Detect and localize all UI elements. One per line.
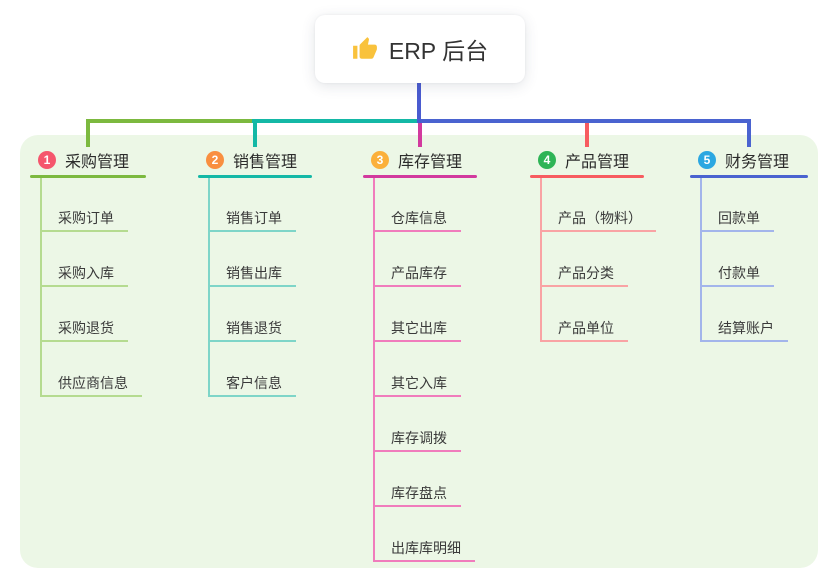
branch-badge-sales: 2 bbox=[206, 151, 224, 169]
branch-finance: 5 财务管理 bbox=[690, 148, 808, 178]
child-connector-line-purchase bbox=[40, 178, 42, 397]
connector-h-sales bbox=[252, 119, 421, 123]
child-node[interactable]: 付款单 bbox=[700, 265, 774, 287]
child-node[interactable]: 采购订单 bbox=[40, 210, 128, 232]
child-node[interactable]: 供应商信息 bbox=[40, 375, 142, 397]
branch-label-purchase: 采购管理 bbox=[65, 154, 130, 171]
connector-drop-purchase bbox=[86, 119, 90, 147]
branch-title-inventory[interactable]: 3 库存管理 bbox=[363, 148, 477, 172]
branch-label-finance: 财务管理 bbox=[725, 154, 790, 171]
branch-title-sales[interactable]: 2 销售管理 bbox=[198, 148, 312, 172]
child-node[interactable]: 结算账户 bbox=[700, 320, 788, 342]
child-node[interactable]: 回款单 bbox=[700, 210, 774, 232]
child-connector-line-product bbox=[540, 178, 542, 342]
mindmap-panel bbox=[20, 135, 818, 568]
root-node-label: ERP 后台 bbox=[388, 38, 489, 64]
child-node[interactable]: 产品（物料） bbox=[540, 210, 656, 232]
child-node[interactable]: 销售出库 bbox=[208, 265, 296, 287]
connector-drop-finance bbox=[747, 119, 751, 147]
thumbs-up-icon bbox=[352, 36, 378, 62]
child-connector-line-finance bbox=[700, 178, 702, 342]
child-node[interactable]: 产品库存 bbox=[373, 265, 461, 287]
branch-badge-finance: 5 bbox=[698, 151, 716, 169]
child-node[interactable]: 产品分类 bbox=[540, 265, 628, 287]
connector-drop-inventory bbox=[418, 119, 422, 147]
branch-product: 4 产品管理 bbox=[530, 148, 644, 178]
connector-drop-sales bbox=[253, 119, 257, 147]
child-node[interactable]: 采购入库 bbox=[40, 265, 128, 287]
branch-purchase: 1 采购管理 bbox=[30, 148, 146, 178]
child-node[interactable]: 库存盘点 bbox=[373, 485, 461, 507]
branch-title-product[interactable]: 4 产品管理 bbox=[530, 148, 644, 172]
child-node[interactable]: 出库库明细 bbox=[373, 540, 475, 562]
connector-h-finance bbox=[419, 119, 751, 123]
branch-underline-product bbox=[530, 175, 644, 178]
child-node[interactable]: 仓库信息 bbox=[373, 210, 461, 232]
child-node[interactable]: 其它出库 bbox=[373, 320, 461, 342]
child-node[interactable]: 采购退货 bbox=[40, 320, 128, 342]
child-node[interactable]: 客户信息 bbox=[208, 375, 296, 397]
child-node[interactable]: 其它入库 bbox=[373, 375, 461, 397]
branch-label-sales: 销售管理 bbox=[233, 154, 298, 171]
child-connector-line-inventory bbox=[373, 178, 375, 562]
root-node[interactable]: ERP 后台 bbox=[315, 15, 525, 83]
branch-title-purchase[interactable]: 1 采购管理 bbox=[30, 148, 146, 172]
branch-underline-inventory bbox=[363, 175, 477, 178]
branch-badge-purchase: 1 bbox=[38, 151, 56, 169]
trunk-line bbox=[417, 83, 421, 123]
branch-underline-purchase bbox=[30, 175, 146, 178]
child-node[interactable]: 产品单位 bbox=[540, 320, 628, 342]
branch-badge-product: 4 bbox=[538, 151, 556, 169]
branch-underline-finance bbox=[690, 175, 808, 178]
branch-title-finance[interactable]: 5 财务管理 bbox=[690, 148, 808, 172]
child-connector-line-sales bbox=[208, 178, 210, 397]
branch-underline-sales bbox=[198, 175, 312, 178]
branch-badge-inventory: 3 bbox=[371, 151, 389, 169]
child-node[interactable]: 销售订单 bbox=[208, 210, 296, 232]
child-node[interactable]: 销售退货 bbox=[208, 320, 296, 342]
branch-inventory: 3 库存管理 bbox=[363, 148, 477, 178]
branch-label-product: 产品管理 bbox=[565, 154, 630, 171]
branch-label-inventory: 库存管理 bbox=[398, 154, 463, 171]
connector-drop-product bbox=[585, 119, 589, 147]
child-node[interactable]: 库存调拨 bbox=[373, 430, 461, 452]
branch-sales: 2 销售管理 bbox=[198, 148, 312, 178]
